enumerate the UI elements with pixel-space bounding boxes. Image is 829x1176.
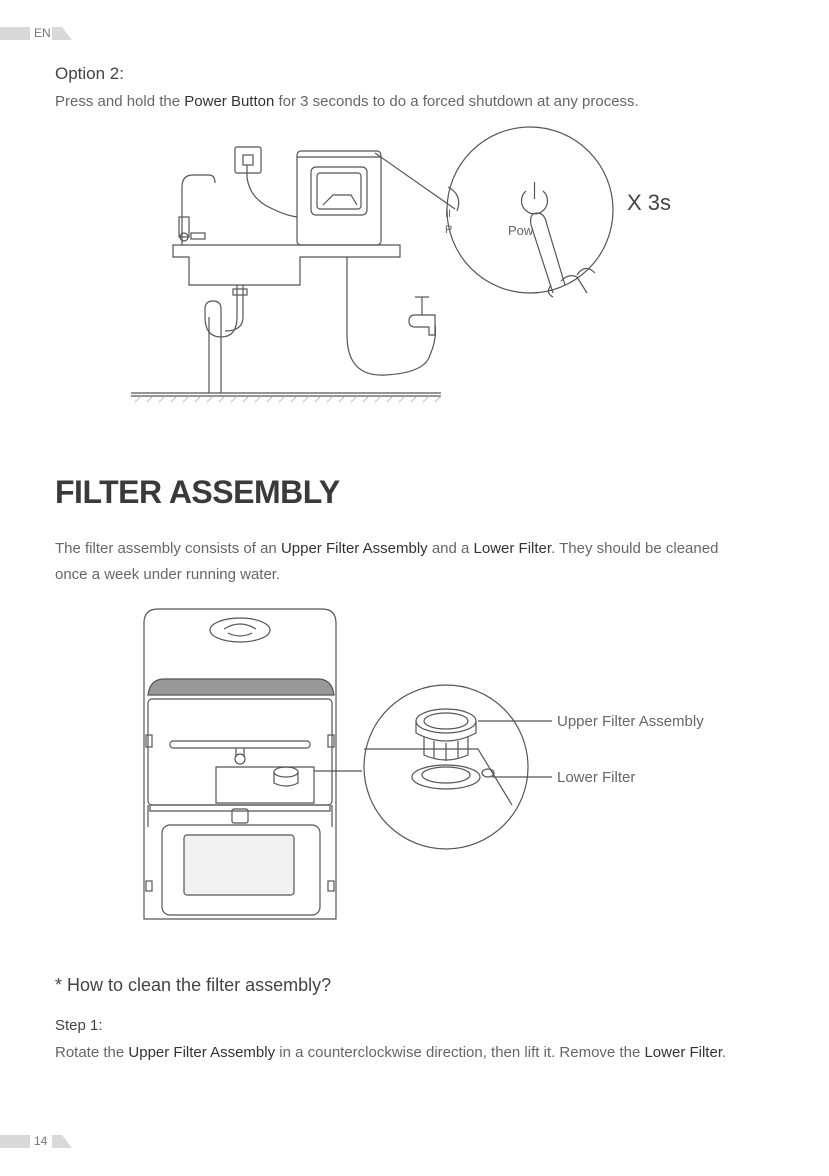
lower-filter-term: Lower Filter [473, 540, 552, 557]
zoom-left-label-1: II [445, 208, 451, 220]
filter-assembly-illustration [143, 608, 552, 920]
option2-text-post: for 3 seconds to do a forced shutdown at… [274, 93, 639, 110]
filter-intro-post: . They should be cleaned [551, 540, 719, 557]
header-tab-bar [0, 27, 30, 40]
power-cord [246, 165, 298, 218]
step1-pre: Rotate the [55, 1044, 129, 1061]
step1-mid: in a counterclockwise direction, then li… [275, 1044, 645, 1061]
countertop [172, 244, 401, 286]
header-language-tab: EN [0, 26, 72, 40]
footer-tab-bar [0, 1135, 30, 1148]
filter-intro-mid: and a [427, 540, 474, 557]
dishwasher-cavity [147, 698, 333, 806]
step1-lower-filter-term: Lower Filter [644, 1044, 722, 1061]
pointing-finger [530, 212, 566, 294]
howto-question: * How to clean the filter assembly? [55, 975, 332, 995]
footer-page-tab: 14 [0, 1134, 72, 1148]
section-title: FILTER ASSEMBLY [55, 474, 340, 510]
language-label: EN [34, 26, 51, 40]
option2-text-pre: Press and hold the [55, 93, 185, 110]
spray-arm [169, 740, 311, 749]
upper-filter-label: Upper Filter Assembly [557, 713, 704, 730]
filter-zoom-circle [363, 684, 529, 850]
step1-text: Rotate the Upper Filter Assembly in a co… [55, 1040, 726, 1066]
step1-upper-filter-term: Upper Filter Assembly [128, 1044, 276, 1061]
page-number: 14 [34, 1134, 48, 1148]
footer-tab-arrow-icon [52, 1135, 72, 1148]
filter-intro-line2: once a week under running water. [55, 566, 281, 583]
zoom-left-label-2: P [445, 224, 452, 236]
filter-intro-line1: The filter assembly consists of an Upper… [55, 536, 718, 562]
power-button-illustration: Pow II P [131, 126, 614, 403]
floor-hatching [134, 395, 442, 403]
dishwasher-door-window [310, 166, 368, 216]
tab-arrow-icon [52, 27, 72, 40]
zoom-circle [446, 126, 614, 294]
zoom-power-label: Pow [508, 223, 534, 238]
filter-intro-pre: The filter assembly consists of an [55, 540, 281, 557]
lower-filter-label: Lower Filter [557, 769, 636, 786]
wall-outlet [234, 146, 262, 174]
zoom-leader-line [374, 152, 456, 210]
water-hose [346, 257, 437, 376]
lid-logo [209, 617, 271, 643]
water-tap [408, 314, 436, 336]
sump-filter [273, 766, 299, 778]
lower-filter [411, 764, 481, 790]
dishwasher-outline [143, 608, 337, 920]
option2-heading: Option 2: [55, 64, 124, 83]
step1-post: . [721, 1044, 727, 1061]
dishwasher-door [161, 824, 321, 916]
option2-text: Press and hold the Power Button for 3 se… [55, 89, 639, 115]
faucet [181, 174, 216, 245]
upper-filter-term: Upper Filter Assembly [280, 540, 428, 557]
hold-duration-callout: X 3s [627, 190, 672, 215]
door-panel [183, 834, 295, 896]
power-button-term: Power Button [184, 93, 275, 110]
dishwasher-body [296, 150, 382, 246]
drain-trap [204, 297, 244, 393]
step1-heading: Step 1: [55, 1017, 103, 1034]
